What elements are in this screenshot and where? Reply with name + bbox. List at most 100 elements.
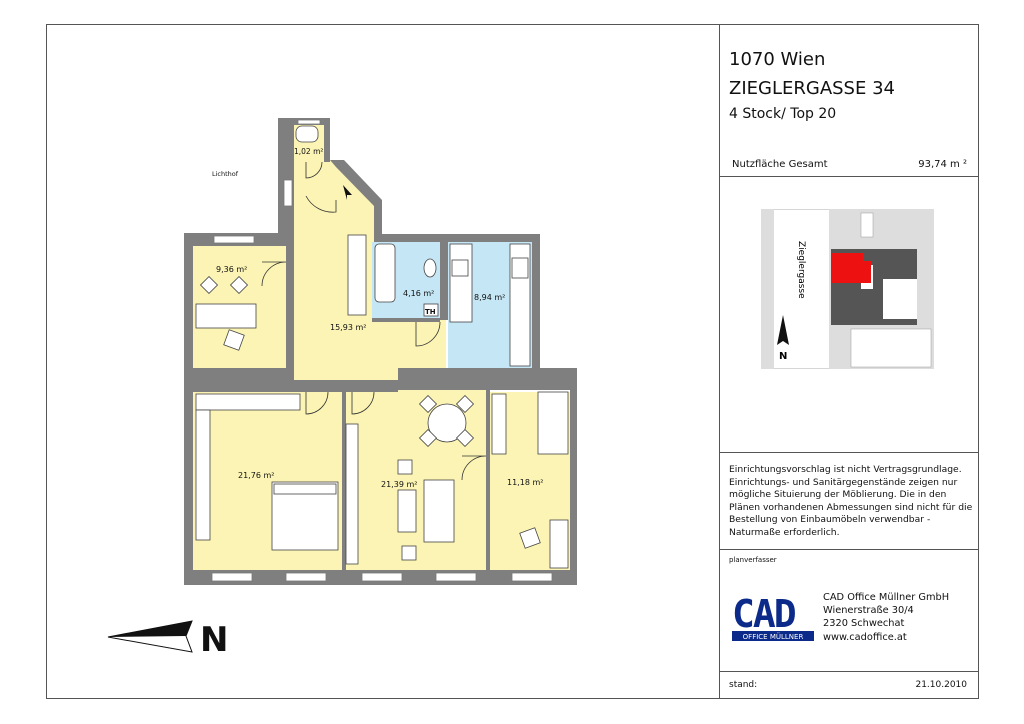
chair [418,394,438,414]
stand-label: stand: [729,680,758,690]
armchair [397,459,413,475]
area-label: Nutzfläche Gesamt [732,159,828,170]
site-north-arrow-icon [777,315,789,345]
coffee-table [397,489,417,533]
floor-plan: Lichthof 1,02 m² 9,36 m² 15,93 m² 4,16 m… [107,118,577,660]
apartment-highlight [831,253,871,283]
site-map: Zieglergasse N [761,209,934,369]
armchair [401,545,417,561]
hall-fill [294,160,446,380]
room-label-room2: 11,18 m² [507,478,543,487]
room-label-hall: 15,93 m² [330,323,366,332]
entrance-arrow [343,185,352,200]
office-chair [223,329,245,351]
logo-subtext: OFFICE MÜLLNER [743,632,804,641]
door-room1 [261,261,287,287]
kitchen-counter [449,243,473,323]
courtyard [850,328,932,368]
shelf-living [345,423,359,565]
wardrobe-bedroom [195,393,301,411]
wall [342,390,346,570]
th-label: TH [425,308,436,316]
furniture [195,125,569,569]
doors [261,161,487,481]
chair [455,394,475,414]
wardrobe-room2 [537,391,569,455]
courtyard [860,212,874,238]
window [435,572,477,582]
wall [184,368,294,392]
wall [440,242,448,320]
wall [398,368,577,390]
window [361,572,403,582]
dining-table [427,403,467,443]
title-block: 1070 Wien ZIEGLERGASSE 34 4 Stock/ Top 2… [719,24,979,699]
wall [486,390,490,570]
bed-pillow [273,483,337,495]
window [285,572,327,582]
wall [532,234,540,376]
room-label-bath: 4,16 m² [403,289,434,298]
toilet [295,125,319,143]
windows [211,119,553,582]
north-label-plan: N [200,620,228,660]
door-bedroom [305,391,329,415]
th-box [423,303,439,317]
entrance-arrow-icon [343,185,352,200]
block-gray [761,209,774,369]
stand-date: 21.10.2010 [915,680,967,690]
divider [720,671,979,672]
company-city: 2320 Schwechat [823,618,905,630]
city-title: 1070 Wien [729,49,826,70]
room-label-wc: 1,02 m² [294,147,323,156]
office-chair [519,527,541,549]
window [211,572,253,582]
area-value: 93,74 m ² [918,159,967,170]
street-title: ZIEGLERGASSE 34 [729,78,895,99]
site-north-label: N [779,351,787,362]
site-street-label: Zieglergasse [796,241,806,299]
divider [720,452,979,453]
chair [455,428,475,448]
wall [330,160,382,236]
wardrobe-hall [347,234,367,316]
door-hall [415,321,441,347]
floor-unit: 4 Stock/ Top 20 [729,106,837,122]
courtyard [883,279,917,319]
door-living [351,391,375,415]
logo-text: CAD [732,592,796,636]
chair [229,275,249,295]
logo-band [732,631,814,641]
room-label-bedroom: 21,76 m² [238,471,274,480]
disclaimer-text: Einrichtungsvorschlag ist nicht Vertrags… [729,464,973,538]
drawing-frame [46,24,979,699]
window [213,235,255,244]
door-wc [305,161,323,179]
company-street: Wienerstraße 30/4 [823,605,914,617]
chair [418,428,438,448]
bathtub [374,243,396,303]
divider [720,176,979,177]
door-entrance [305,195,337,213]
company-web: www.cadoffice.at [823,631,907,643]
sink [451,259,469,277]
wall [570,368,577,585]
room-label-room1: 9,36 m² [216,265,247,274]
chair [199,275,219,295]
desk [195,303,257,329]
north-arrow-half [108,621,192,637]
window [283,179,293,207]
lichthof-label: Lichthof [212,170,239,178]
company-name: CAD Office Müllner GmbH [823,592,950,603]
stove [511,257,529,279]
window [297,119,321,125]
wall [184,233,193,585]
window [511,572,553,582]
wall [324,118,330,162]
planner-label: planverfasser [729,556,777,564]
room-label-living: 21,39 m² [381,480,417,489]
wall [294,380,398,392]
wall [286,246,294,392]
washbasin [423,258,437,278]
north-arrow-plan [107,620,193,653]
